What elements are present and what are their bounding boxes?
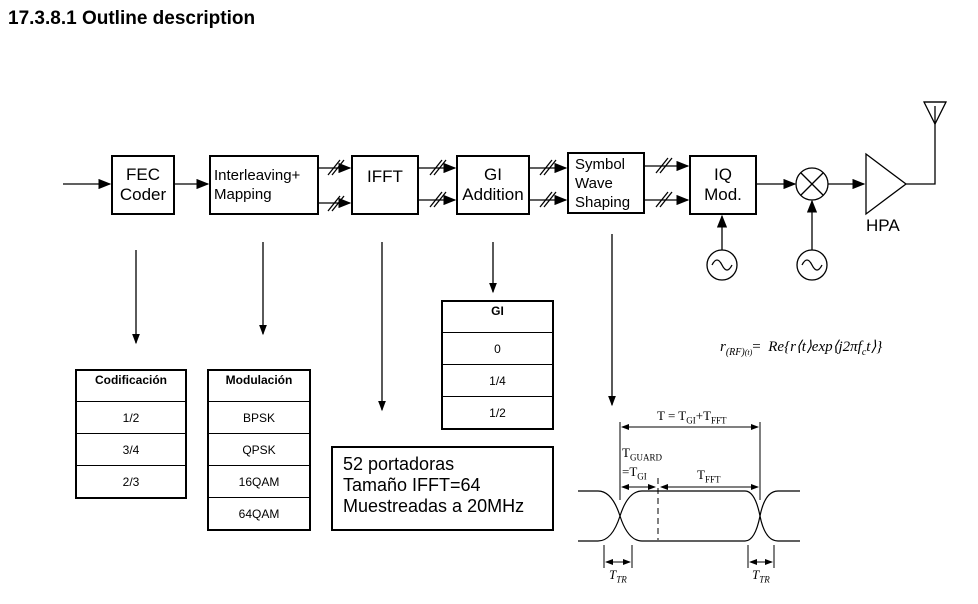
modulation-table-cell: 16QAM [208, 465, 310, 498]
gi-table-header: GI [491, 304, 504, 318]
period-label: T = TGI+TFFT [657, 408, 727, 426]
iq-mod-block: IQ Mod. [689, 155, 757, 215]
modulation-table-cell: QPSK [208, 433, 310, 466]
gi-table-cell: 1/2 [442, 396, 553, 429]
section-heading: 17.3.8.1 Outline description [8, 8, 256, 29]
modulation-table: Modulación BPSK QPSK 16QAM 64QAM [207, 369, 311, 531]
transition-label-right: TTR [752, 567, 770, 585]
coding-table-cell: 2/3 [76, 465, 186, 498]
fec-coder-block: FEC Coder [111, 155, 175, 215]
symbol-waveform [578, 490, 800, 542]
antenna-icon [906, 106, 936, 185]
mod-label: Mod. [704, 185, 742, 204]
oscillator-2-icon [796, 249, 828, 281]
ifft-info-line: Tamaño IFFT=64 [343, 475, 481, 495]
symbol-label: Symbol [575, 155, 626, 173]
modulation-table-cell: 64QAM [208, 497, 310, 530]
gi-table-cell: 1/4 [442, 364, 553, 397]
gi-addition-block: GI Addition [456, 155, 530, 215]
ifft-info-line: 52 portadoras [343, 454, 455, 474]
mapping-label: Mapping [214, 186, 272, 203]
symbol-wave-shaping-block: Symbol Wave Shaping [567, 152, 645, 214]
interleaving-mapping-block: Interleaving+ Mapping [209, 155, 319, 215]
gi-table-cell: 0 [442, 332, 553, 365]
fft-label: TFFT [697, 467, 721, 485]
modulation-table-header: Modulación [225, 373, 293, 387]
coding-table-cell: 1/2 [76, 401, 186, 434]
coding-table-header: Codificación [94, 373, 167, 387]
gi-table: GI 0 1/4 1/2 [441, 300, 554, 430]
coding-table-cell: 3/4 [76, 433, 186, 466]
ifft-block: IFFT [351, 155, 419, 215]
ifft-info-line: Muestreadas a 20MHz [343, 496, 525, 516]
oscillator-1-icon [706, 249, 738, 281]
coder-label: Coder [119, 185, 167, 204]
iq-label: IQ [714, 165, 732, 184]
fec-label: FEC [126, 165, 160, 184]
transition-label-left: TTR [609, 567, 627, 585]
ifft-info-box: 52 portadoras Tamaño IFFT=64 Muestreadas… [331, 446, 554, 531]
coding-table: Codificación 1/2 3/4 2/3 [75, 369, 187, 499]
addition-label: Addition [462, 185, 524, 204]
hpa-amplifier-icon [865, 152, 908, 216]
ifft-label: IFFT [367, 167, 403, 186]
wave-label: Wave [575, 174, 613, 192]
modulation-table-cell: BPSK [208, 401, 310, 434]
guard-label: TGUARD =TGI [622, 445, 662, 482]
shaping-label: Shaping [575, 193, 631, 211]
rf-signal-formula: r(RF)(t)= Re{r⟨t⟩exp⟨j2πfct⟩} [720, 339, 883, 358]
interleaving-label: Interleaving+ [214, 167, 301, 184]
hpa-label: HPA [866, 216, 900, 235]
gi-label: GI [484, 165, 502, 184]
